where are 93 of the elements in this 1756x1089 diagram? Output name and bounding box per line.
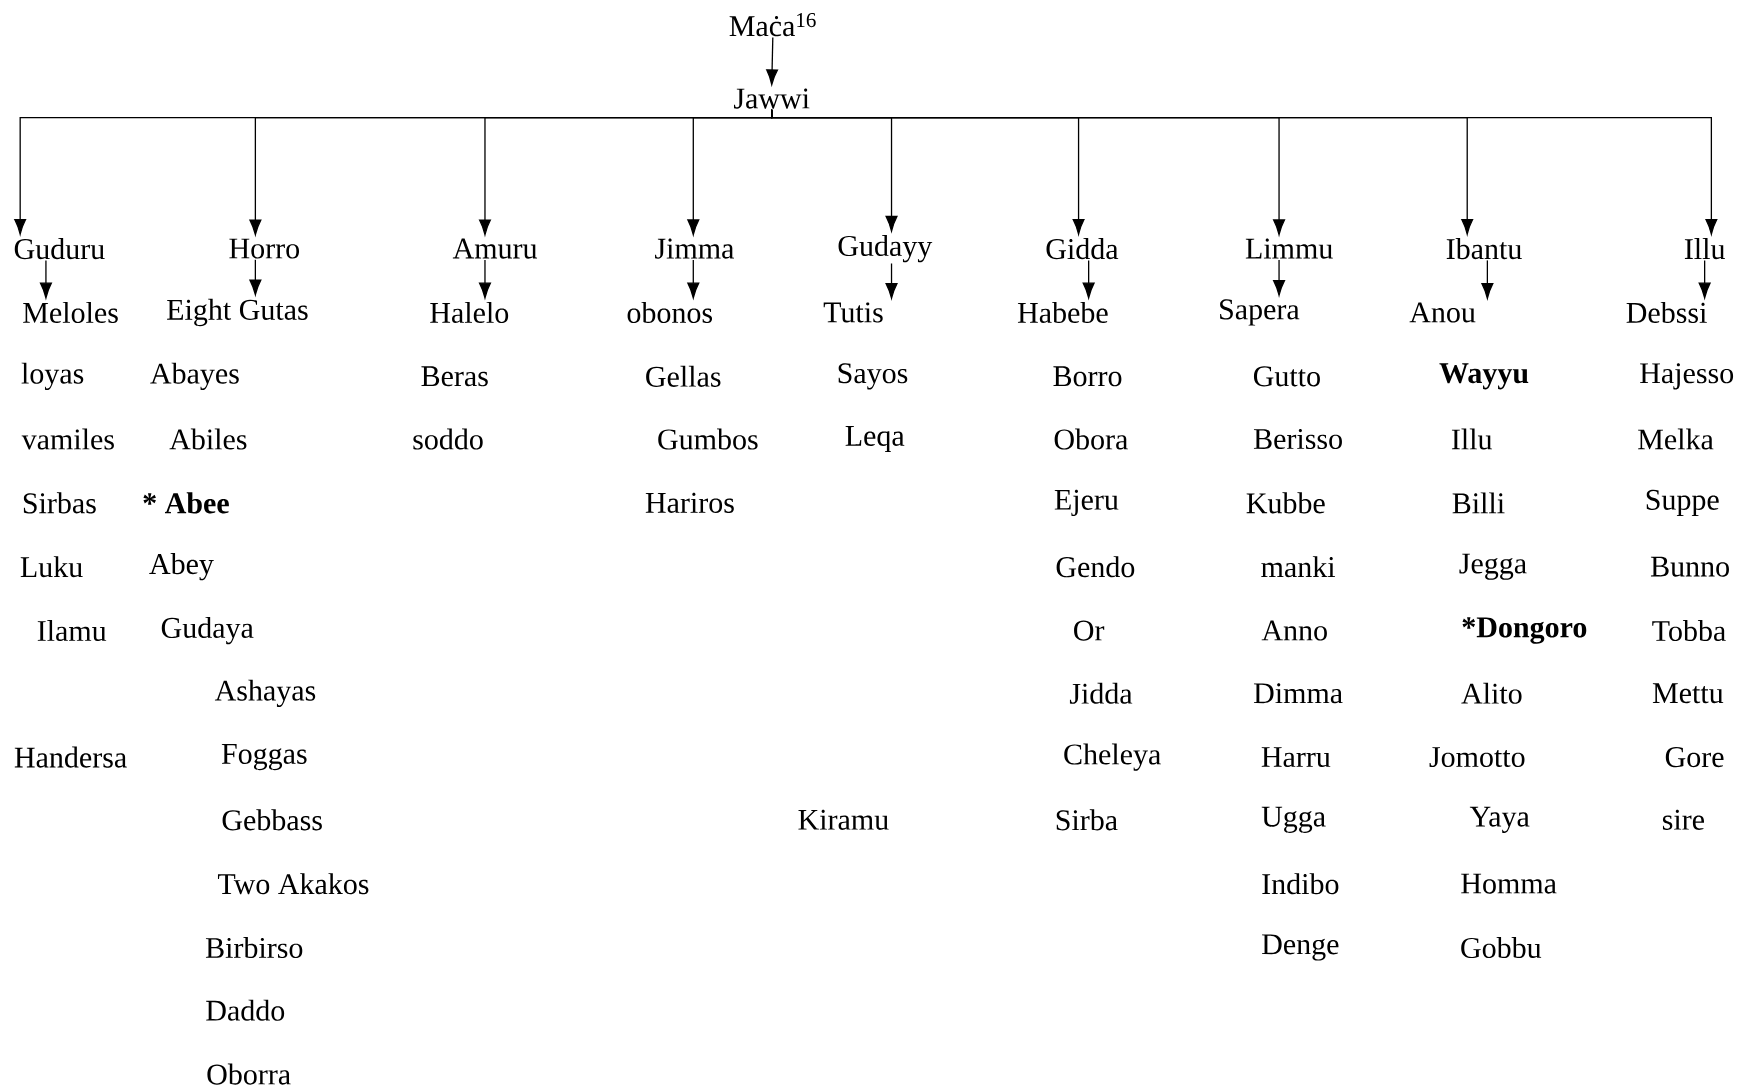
list-item: Gore: [1665, 747, 1724, 768]
list-item: soddo: [413, 428, 483, 450]
arrow: [687, 259, 700, 299]
list-item: Jegga: [1459, 553, 1527, 580]
list-item: Dimma: [1253, 683, 1343, 704]
list-item: Beras: [421, 366, 488, 387]
list-item: Mettu: [1652, 683, 1724, 704]
list-item: Ugga: [1261, 806, 1326, 833]
list-item: manki: [1261, 556, 1335, 578]
clan-name: Amuru: [452, 238, 538, 259]
list-item: Gudaya: [161, 616, 254, 645]
list-item: Or: [1074, 620, 1105, 641]
list-item: Jidda: [1069, 682, 1133, 704]
list-item: Jomotto: [1429, 747, 1525, 768]
list-item: Melka: [1638, 428, 1714, 450]
list-item: Yaya: [1469, 806, 1530, 833]
list-item: Birbirso: [205, 936, 303, 959]
arrow: [885, 262, 898, 299]
list-item: Two Akakos: [217, 873, 369, 895]
list-item: Gebbass: [222, 809, 322, 831]
clan-name: Guduru: [14, 238, 105, 260]
list-item: Sapera: [1220, 299, 1300, 326]
clan-name: Horro: [229, 238, 299, 259]
list-item: Leqa: [845, 426, 905, 453]
list-item: Abayes: [150, 362, 239, 390]
list-item: Gellas: [646, 365, 721, 387]
ancestor-name: Jawwi: [734, 88, 810, 109]
list-item: Gumbos: [658, 428, 758, 450]
clan-name: Gudayy: [838, 235, 933, 263]
list-item: Sirba: [1056, 809, 1118, 831]
list-item: Hajesso: [1640, 363, 1734, 390]
arrow: [771, 109, 1718, 235]
list-item: Halelo: [430, 301, 509, 324]
list-item: Foggas: [221, 744, 307, 771]
list-item: Oborra: [207, 1063, 291, 1085]
list-item: Homma: [1461, 873, 1557, 894]
list-item: Borro: [1053, 366, 1122, 387]
list-item: Kubbe: [1246, 492, 1325, 514]
list-item: Tobba: [1652, 620, 1726, 642]
list-item: * Abee: [143, 492, 229, 514]
list-item: Eight Gutas: [167, 298, 308, 327]
list-item: Ilamu: [37, 620, 107, 642]
arrow: [1481, 259, 1494, 299]
list-item: Anno: [1261, 620, 1327, 641]
list-item: sire: [1662, 809, 1704, 830]
list-item: Denge: [1262, 934, 1339, 961]
ancestor-name: Maċa$^{16}$: [729, 13, 816, 37]
list-item: loyas: [21, 362, 84, 390]
clan-name: Illu: [1684, 238, 1725, 260]
list-item: Handersa: [14, 746, 127, 768]
list-item: Ejeru: [1054, 489, 1119, 516]
list-item: obonos: [627, 301, 712, 324]
list-item: Anou: [1409, 302, 1476, 323]
list-item: Illu: [1451, 428, 1492, 450]
list-item: Abey: [149, 553, 214, 581]
list-item: Tutis: [823, 302, 883, 323]
list-item: Sayos: [838, 363, 908, 390]
list-item: Sirbas: [23, 492, 96, 514]
arrow: [1273, 259, 1286, 296]
list-item: Suppe: [1646, 489, 1719, 516]
arrow: [478, 259, 491, 299]
list-item: Daddo: [206, 999, 285, 1021]
list-item: Bunno: [1650, 556, 1729, 577]
clan-name: Jimma: [655, 238, 734, 259]
list-item: Wayyu: [1439, 363, 1529, 390]
list-item: *Dongoro: [1462, 617, 1587, 644]
arrow: [249, 259, 262, 296]
list-item: Billi: [1452, 492, 1505, 514]
list-item: Harru: [1261, 747, 1331, 768]
list-item: Hariros: [645, 492, 734, 513]
list-item: Cheleya: [1064, 743, 1161, 771]
list-item: Abiles: [169, 428, 247, 450]
list-item: Alito: [1461, 682, 1522, 704]
arrow: [766, 36, 779, 86]
list-item: Habebe: [1017, 301, 1108, 324]
list-item: vamiles: [21, 428, 114, 450]
list-item: Luku: [20, 556, 83, 578]
list-item: Gobbu: [1461, 936, 1542, 959]
clan-name: Gidda: [1046, 238, 1119, 260]
list-item: Gutto: [1253, 366, 1320, 387]
clan-name: Limmu: [1245, 238, 1333, 259]
list-item: Debssi: [1626, 301, 1707, 324]
arrow: [39, 259, 52, 299]
list-item: Gendo: [1056, 556, 1135, 578]
list-item: Indibo: [1262, 873, 1339, 895]
list-item: Ashayas: [214, 679, 316, 707]
arrow: [1082, 259, 1095, 299]
clan-name: Ibantu: [1446, 238, 1522, 260]
list-item: Meloles: [23, 301, 118, 324]
list-item: Kiramu: [798, 809, 889, 830]
list-item: Berisso: [1253, 428, 1342, 450]
arrow: [1698, 259, 1711, 299]
list-item: Obora: [1054, 428, 1128, 450]
